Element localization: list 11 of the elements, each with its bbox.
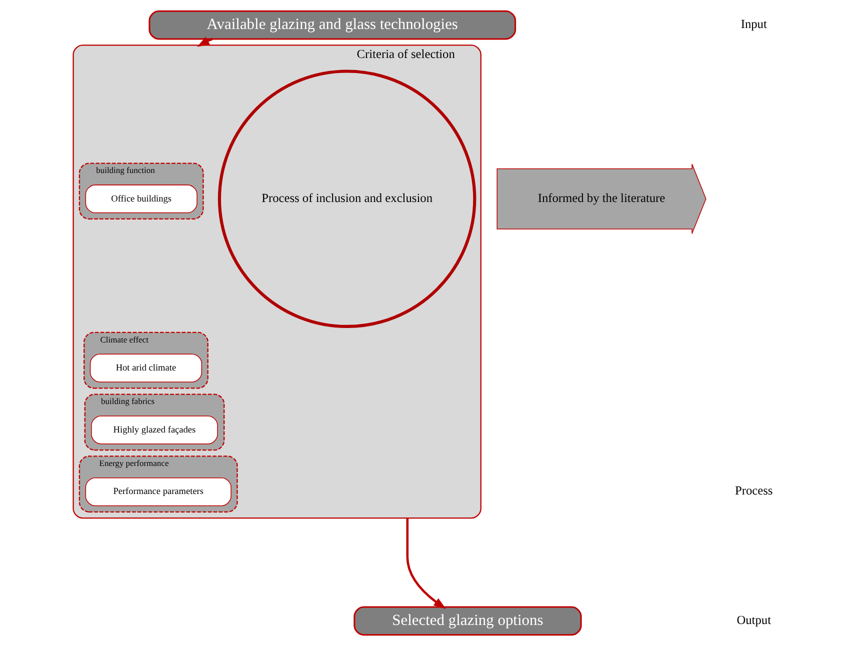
node-circle: Process of inclusion and exclusion: [217, 70, 476, 328]
arrow: [406, 518, 446, 609]
node-box: Highly glazed façades: [90, 416, 218, 444]
node-box: Hot arid climate: [89, 354, 202, 382]
node-box: Performance parameters: [84, 477, 231, 506]
label: Process: [734, 484, 772, 498]
node-box: Selected glazing options: [353, 606, 582, 636]
label: Input: [740, 16, 766, 31]
label: Output: [736, 612, 771, 627]
node-box: Office buildings: [84, 184, 197, 214]
node-box: Available glazing and glass technologies: [148, 10, 516, 40]
